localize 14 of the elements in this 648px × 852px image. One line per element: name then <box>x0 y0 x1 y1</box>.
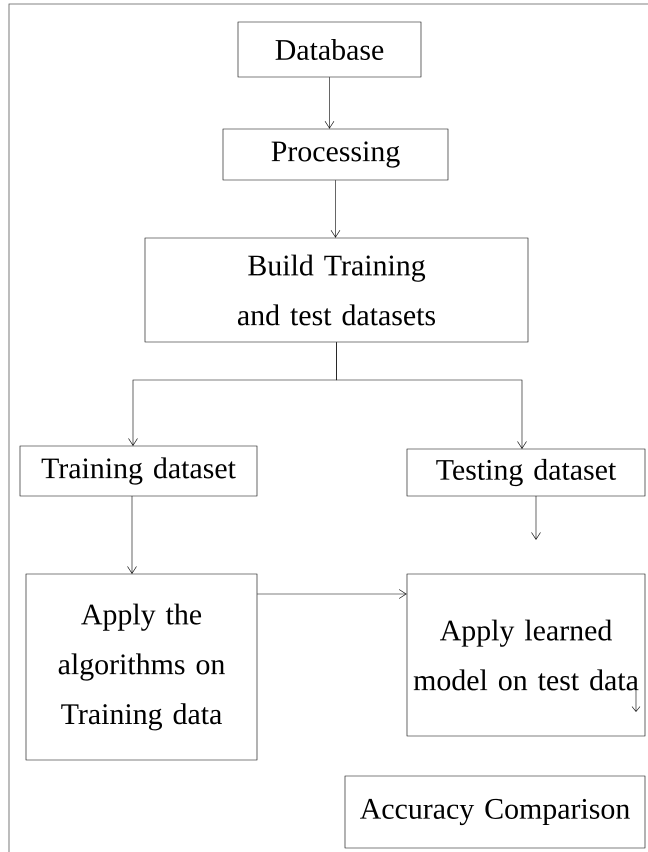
arrow <box>336 342 527 449</box>
process-box: Testing dataset <box>406 448 646 496</box>
process-box: Database <box>238 22 422 78</box>
process-box: Apply the algorithms on Training data <box>26 574 258 760</box>
process-box: Build Training and test datasets <box>144 238 528 342</box>
arrow <box>330 180 340 238</box>
process-box: Accuracy Comparison <box>344 776 646 848</box>
process-box: Apply learned model on test data <box>406 574 646 736</box>
process-box: Processing <box>222 128 448 180</box>
arrow <box>127 496 137 574</box>
arrow <box>531 496 541 540</box>
process-box: Training dataset <box>20 446 258 496</box>
arrow <box>257 589 407 599</box>
arrow <box>324 77 334 129</box>
